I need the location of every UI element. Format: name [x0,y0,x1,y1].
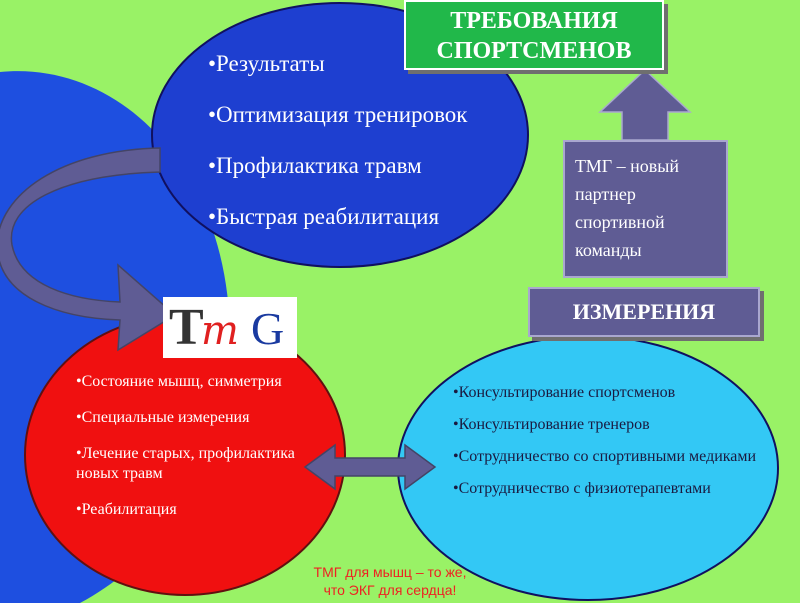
logo-letter-m: m [201,308,239,354]
footer-slogan: ТМГ для мышц – то же, что ЭКГ для сердца… [300,563,480,599]
tmg-partner-line: спортивной [575,212,665,232]
tmg-partner-line: ТМГ – новый [575,156,680,176]
list-item: •Сотрудничество с физиотерапевтами [453,480,711,497]
requirements-line2: СПОРТСМЕНОВ [436,38,632,64]
list-item: •Консультирование спортсменов [453,384,676,401]
measurements-box: ИЗМЕРЕНИЯ [528,287,760,337]
tmg-partner-line: команды [575,240,642,260]
list-item: •Состояние мышц, симметрия [76,373,282,390]
list-item: •Оптимизация тренировок [208,102,468,127]
list-item: •Специальные измерения [76,409,250,426]
measurements-label: ИЗМЕРЕНИЯ [572,299,716,324]
cyan-circle-list: •Консультирование спортсменов •Консульти… [453,382,763,510]
blue-circle-list: •Результаты •Оптимизация тренировок •Про… [208,38,538,242]
tmg-logo: T m G [163,297,297,358]
footer-line1: ТМГ для мышц – то же, [313,564,467,580]
up-arrow [598,68,692,141]
list-item: •Быстрая реабилитация [208,204,440,229]
double-arrow [303,443,437,491]
requirements-line1: ТРЕБОВАНИЯ [450,8,618,34]
list-item: •Профилактика травм [208,153,422,178]
footer-line2: что ЭКГ для сердца! [323,582,457,598]
logo-letter-g: G [251,303,285,354]
tmg-partner-line: партнер [575,184,636,204]
list-item: •Результаты [208,51,325,76]
logo-letter-t: T [169,299,204,356]
list-item: •Сотрудничество со спортивными медиками [453,448,757,465]
list-item: •Лечение старых, профилактика новых трав… [76,445,295,482]
curved-arrow [0,147,177,352]
list-item: •Консультирование тренеров [453,416,650,433]
red-circle-list: •Состояние мышц, симметрия •Специальные … [76,372,336,536]
tmg-partner-box: ТМГ – новый партнер спортивной команды [563,140,728,278]
requirements-box: ТРЕБОВАНИЯ СПОРТСМЕНОВ [404,0,664,70]
list-item: •Реабилитация [76,501,177,518]
